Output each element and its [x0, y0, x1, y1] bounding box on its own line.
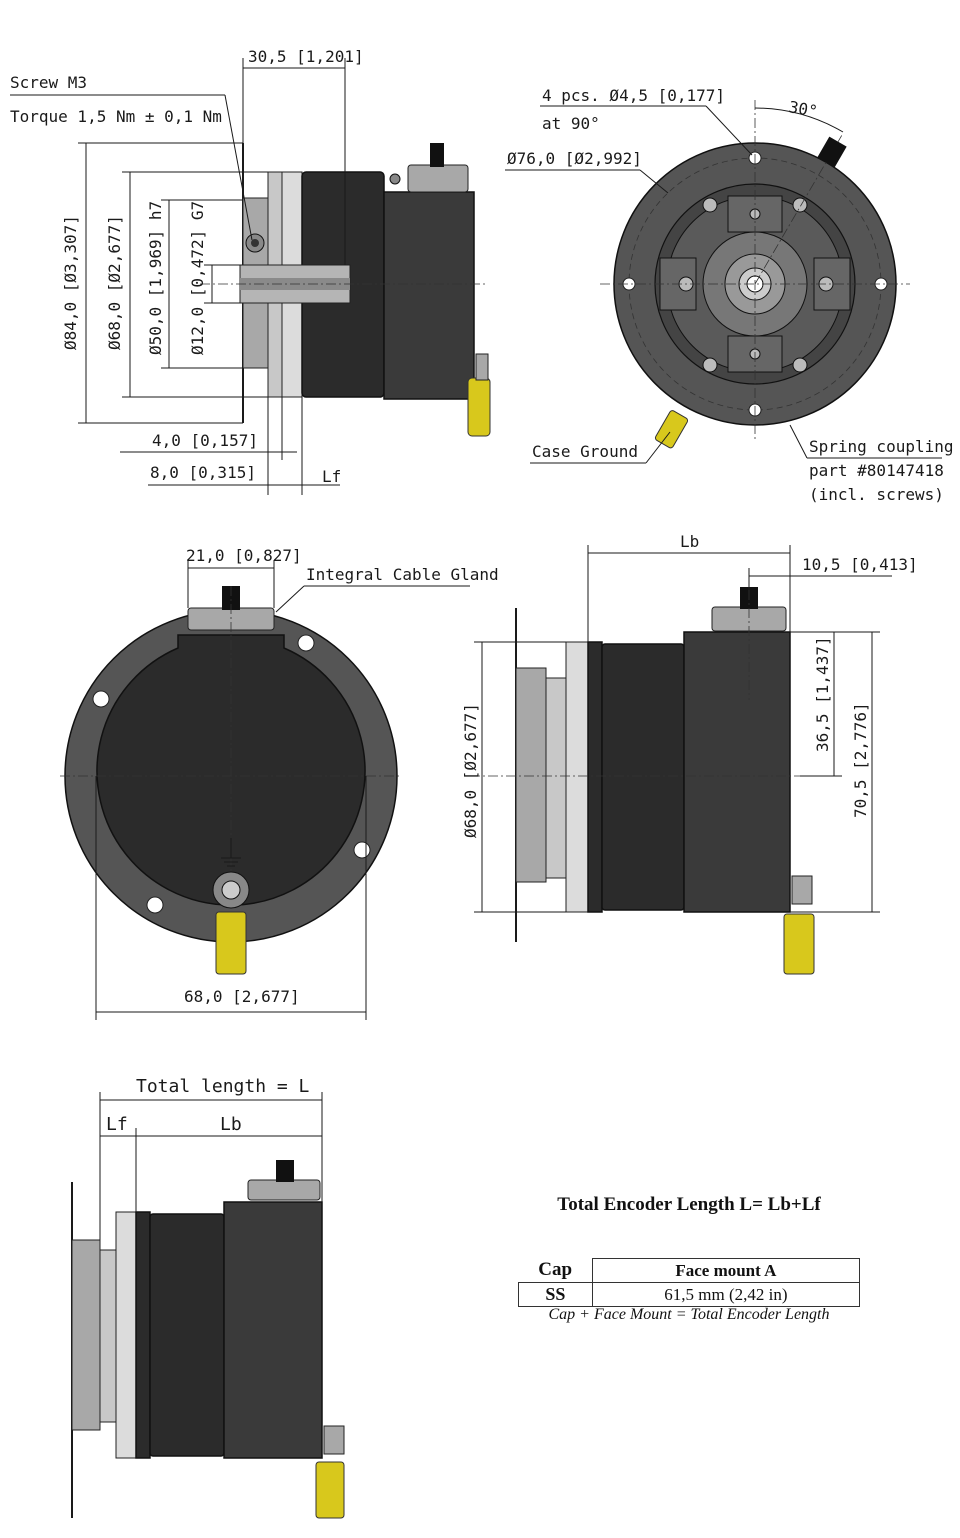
spring-incl-screws: (incl. screws) [809, 485, 944, 504]
table-title: Total Encoder Length L= Lb+Lf [557, 1194, 821, 1215]
dim-8: 8,0 [0,315] [150, 463, 256, 482]
dim-dia-68: Ø68,0 [Ø2,677] [105, 215, 124, 350]
holes-label: 4 pcs. Ø4,5 [0,177] [542, 86, 725, 105]
encoder-length-table: Cap Face mount A SS 61,5 mm (2,42 in) [518, 1258, 861, 1307]
front-view: 30° 4 pcs. Ø4,5 [0,177] at 90° Ø76,0 [Ø2… [505, 86, 954, 504]
table-header-row: Cap Face mount A [518, 1258, 861, 1283]
dim-dia-68-side: Ø68,0 [Ø2,677] [461, 703, 480, 838]
side-section-view: 30,5 [1,201] Screw M3 Torque 1,5 Nm ± 0,… [10, 47, 491, 495]
spring-part-number: part #80147418 [809, 461, 944, 480]
spring-coupling-label: Spring coupling [809, 437, 954, 456]
side-view: Lb 10,5 [0,413] Ø68,0 [Ø2,677] 36,5 [1,4… [461, 532, 918, 975]
dim-dia-50: Ø50,0 [1,969] h7 [146, 201, 165, 355]
dim-21: 21,0 [0,827] [186, 546, 302, 565]
dim-lf: Lf [322, 467, 341, 486]
angle-30: 30° [787, 97, 819, 121]
dim-dia-76: Ø76,0 [Ø2,992] [507, 149, 642, 168]
dim-10-5: 10,5 [0,413] [802, 555, 918, 574]
holes-angle: at 90° [542, 114, 600, 133]
screw-label: Screw M3 [10, 73, 87, 92]
table-cell-length: 61,5 mm (2,42 in) [591, 1282, 861, 1307]
case-ground-label: Case Ground [532, 442, 638, 461]
table-header-cap: Cap [518, 1258, 593, 1283]
dim-lb: Lb [680, 532, 699, 551]
dim-70-5: 70,5 [2,776] [851, 702, 870, 818]
dim-36-5: 36,5 [1,437] [813, 636, 832, 752]
dim-4: 4,0 [0,157] [152, 431, 258, 450]
length-lb: Lb [220, 1114, 242, 1135]
table-caption: Cap + Face Mount = Total Encoder Length [548, 1306, 830, 1323]
table-cell-cap: SS [518, 1282, 593, 1307]
dim-30-5: 30,5 [1,201] [248, 47, 364, 66]
length-lf: Lf [106, 1114, 128, 1135]
table-row: SS 61,5 mm (2,42 in) [518, 1282, 861, 1307]
cable-gland-label: Integral Cable Gland [306, 565, 499, 584]
table-header-face-mount: Face mount A [591, 1258, 861, 1283]
dim-dia-12: Ø12,0 [0,472] G7 [188, 201, 207, 355]
rear-view: 21,0 [0,827] Integral Cable Gland 68,0 [… [60, 546, 499, 1020]
length-view: Total length = L Lf Lb [71, 1076, 345, 1519]
total-length-label: Total length = L [136, 1076, 310, 1097]
dim-68-bottom: 68,0 [2,677] [184, 987, 300, 1006]
dim-dia-84: Ø84,0 [Ø3,307] [61, 215, 80, 350]
torque-label: Torque 1,5 Nm ± 0,1 Nm [10, 107, 222, 126]
